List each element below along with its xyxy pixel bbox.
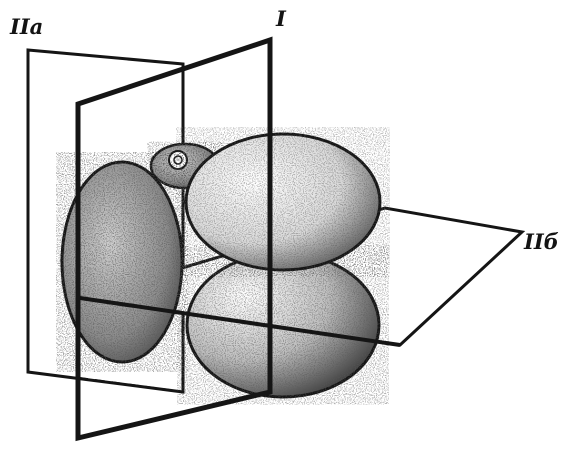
label-IIa: IIa	[9, 14, 43, 39]
lower-right-lobe	[187, 253, 379, 397]
label-IIb: IIб	[523, 229, 559, 254]
label-I: I	[275, 6, 287, 31]
upper-right-lobe	[186, 134, 380, 270]
